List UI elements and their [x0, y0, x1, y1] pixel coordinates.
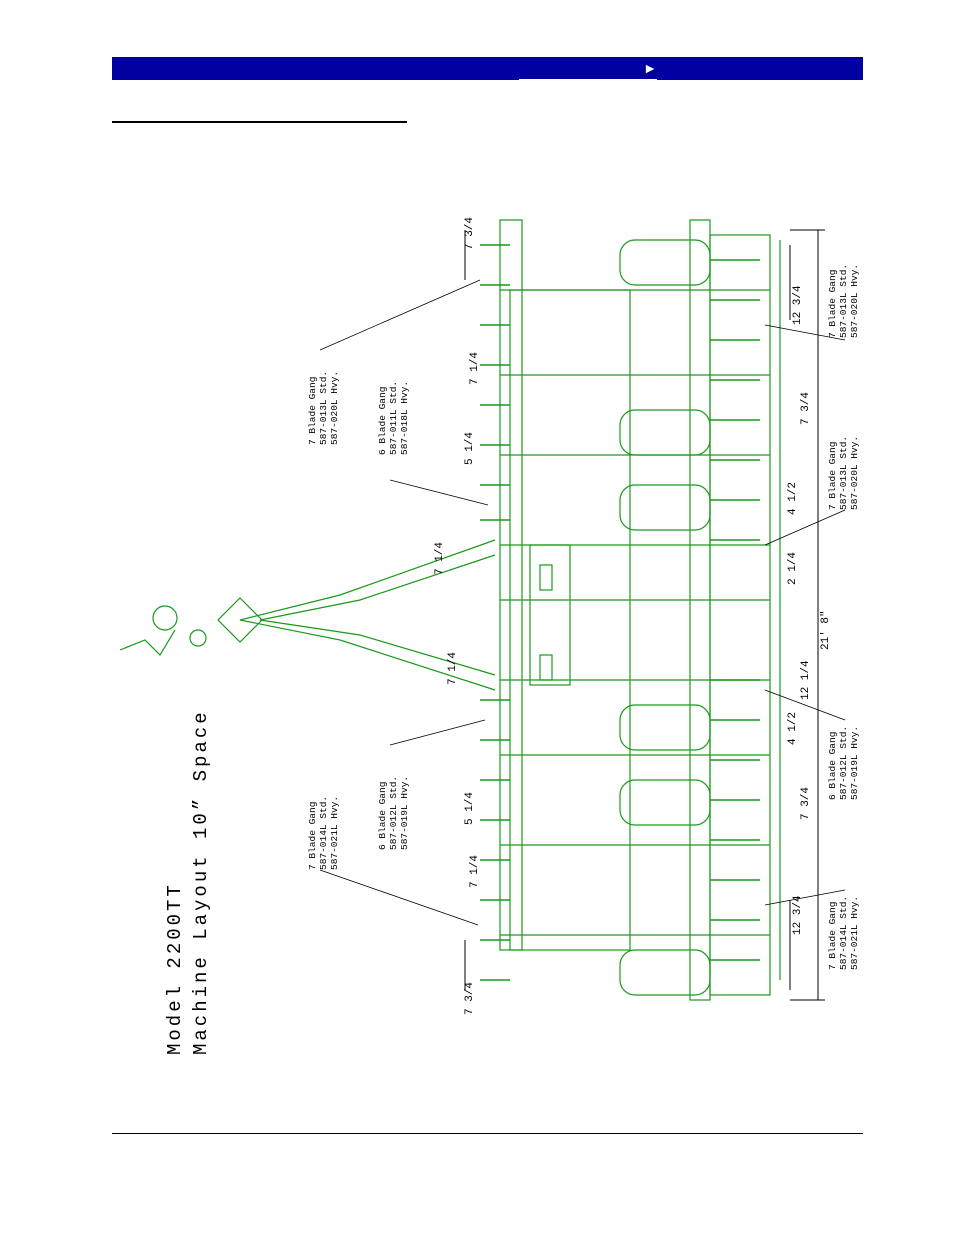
dim-right-mid-1: 2 1/4 — [787, 552, 799, 585]
layout-svg: Model 2200TT Machine Layout 10” Space — [119, 217, 860, 1055]
gang-bl-l2: 587-014L Std. — [318, 796, 329, 870]
gang-rb2-l1: 6 Blade Gang — [827, 732, 838, 800]
next-arrow-icon: ► — [643, 60, 657, 76]
gang-rb-l2: 587-014L Std. — [838, 896, 849, 970]
gang-rt2-l1: 7 Blade Gang — [827, 442, 838, 510]
gang-tl2-l3: 587-018L Hvy. — [399, 381, 410, 455]
dim-bot-left-2: 5 1/4 — [464, 792, 476, 825]
gang-tl2-l1: 6 Blade Gang — [377, 387, 388, 455]
dim-bot-left-4: 7 3/4 — [464, 982, 476, 1015]
dimension-texts: 7 3/4 7 1/4 5 1/4 7 1/4 7 1/4 5 1/4 7 1/… — [434, 217, 832, 1015]
gang-tl2-l2: 587-011L Std. — [388, 381, 399, 455]
machine-layout-drawing: Model 2200TT Machine Layout 10” Space — [100, 200, 880, 1080]
gang-bl-l1: 7 Blade Gang — [307, 802, 318, 870]
implement-frame — [119, 219, 781, 1001]
dim-top-left-1: 7 3/4 — [464, 217, 476, 250]
gang-rt-l3: 587-020L Hvy. — [849, 264, 860, 338]
section-title-rule — [112, 121, 407, 123]
leader-lines — [319, 279, 846, 926]
dim-right-top-2: 7 3/4 — [800, 392, 812, 425]
dim-bot-left-1: 7 1/4 — [447, 652, 459, 685]
dim-top-center: 7 1/4 — [434, 542, 446, 575]
dim-top-left-2: 7 1/4 — [469, 352, 481, 385]
dim-right-bot-1: 4 1/2 — [787, 712, 799, 745]
dim-right-top-3: 4 1/2 — [787, 482, 799, 515]
dim-overall-width: 21' 8" — [820, 610, 832, 650]
gang-bl2-l2: 587-012L Std. — [388, 776, 399, 850]
gang-bl2-l3: 587-019L Hvy. — [399, 776, 410, 850]
dim-right-top-1: 12 3/4 — [792, 285, 804, 325]
title-line-2: Machine Layout 10” Space — [190, 709, 212, 1055]
gang-tl-l2: 587-013L Std. — [318, 371, 329, 445]
dim-top-left-3: 5 1/4 — [464, 432, 476, 465]
gang-rb-l1: 7 Blade Gang — [827, 902, 838, 970]
gang-rb-l3: 587-021L Hvy. — [849, 896, 860, 970]
gang-tl-l3: 587-020L Hvy. — [329, 371, 340, 445]
gang-rt2-l2: 587-013L Std. — [838, 436, 849, 510]
gang-rb2-l2: 587-012L Std. — [838, 726, 849, 800]
gang-rt2-l3: 587-020L Hvy. — [849, 436, 860, 510]
gang-callouts: 7 Blade Gang 587-013L Std. 587-020L Hvy.… — [307, 264, 860, 970]
gang-rb2-l3: 587-019L Hvy. — [849, 726, 860, 800]
dim-right-bot-3: 12 3/4 — [792, 895, 804, 935]
dim-bot-left-3: 7 1/4 — [469, 855, 481, 888]
header-bar: ► — [112, 57, 863, 80]
dim-right-bot-2: 7 3/4 — [800, 787, 812, 820]
next-page-link[interactable]: ► — [519, 59, 657, 80]
gang-bl-l3: 587-021L Hvy. — [329, 796, 340, 870]
gang-rt-l1: 7 Blade Gang — [827, 270, 838, 338]
dimension-lines — [464, 229, 825, 1001]
dim-right-mid-2: 12 1/4 — [800, 660, 812, 700]
title-line-1: Model 2200TT — [164, 882, 186, 1055]
gang-tl-l1: 7 Blade Gang — [307, 377, 318, 445]
gang-bl2-l1: 6 Blade Gang — [377, 782, 388, 850]
gang-rt-l2: 587-013L Std. — [838, 264, 849, 338]
footer-rule — [112, 1133, 863, 1134]
